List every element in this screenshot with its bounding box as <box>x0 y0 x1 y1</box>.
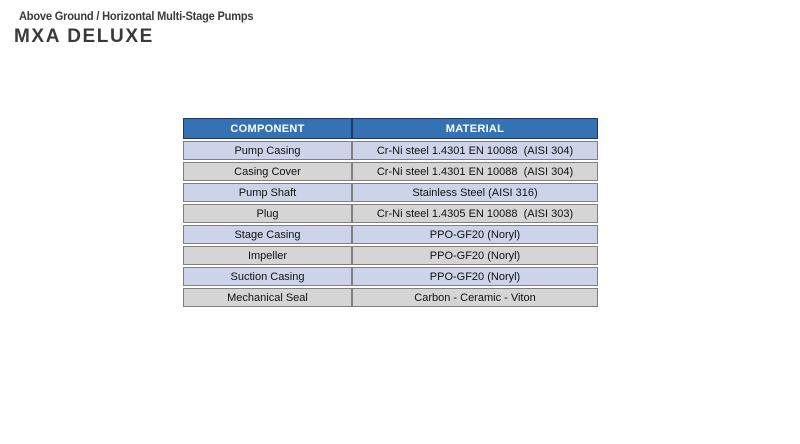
component-cell: Mechanical Seal <box>183 288 352 307</box>
header-row: COMPONENT MATERIAL <box>183 118 598 139</box>
material-cell: PPO-GF20 (Noryl) <box>352 225 598 244</box>
material-cell: PPO-GF20 (Noryl) <box>352 246 598 265</box>
component-cell: Casing Cover <box>183 162 352 181</box>
material-cell: Cr-Ni steel 1.4301 EN 10088 (AISI 304) <box>352 162 598 181</box>
component-cell: Impeller <box>183 246 352 265</box>
material-cell: Cr-Ni steel 1.4301 EN 10088 (AISI 304) <box>352 141 598 160</box>
material-cell: Carbon - Ceramic - Viton <box>352 288 598 307</box>
materials-table-head: COMPONENT MATERIAL <box>183 118 598 139</box>
material-cell: PPO-GF20 (Noryl) <box>352 267 598 286</box>
component-cell: Plug <box>183 204 352 223</box>
component-cell: Suction Casing <box>183 267 352 286</box>
component-cell: Pump Casing <box>183 141 352 160</box>
component-cell: Stage Casing <box>183 225 352 244</box>
component-cell: Pump Shaft <box>183 183 352 202</box>
column-header-component: COMPONENT <box>183 118 352 139</box>
category-subtitle: Above Ground / Horizontal Multi-Stage Pu… <box>19 9 254 23</box>
material-cell: Stainless Steel (AISI 316) <box>352 183 598 202</box>
material-cell: Cr-Ni steel 1.4305 EN 10088 (AISI 303) <box>352 204 598 223</box>
column-header-material: MATERIAL <box>352 118 598 139</box>
page-title: MXA DELUXE <box>14 26 154 47</box>
page-header: Above Ground / Horizontal Multi-Stage Pu… <box>14 9 274 48</box>
